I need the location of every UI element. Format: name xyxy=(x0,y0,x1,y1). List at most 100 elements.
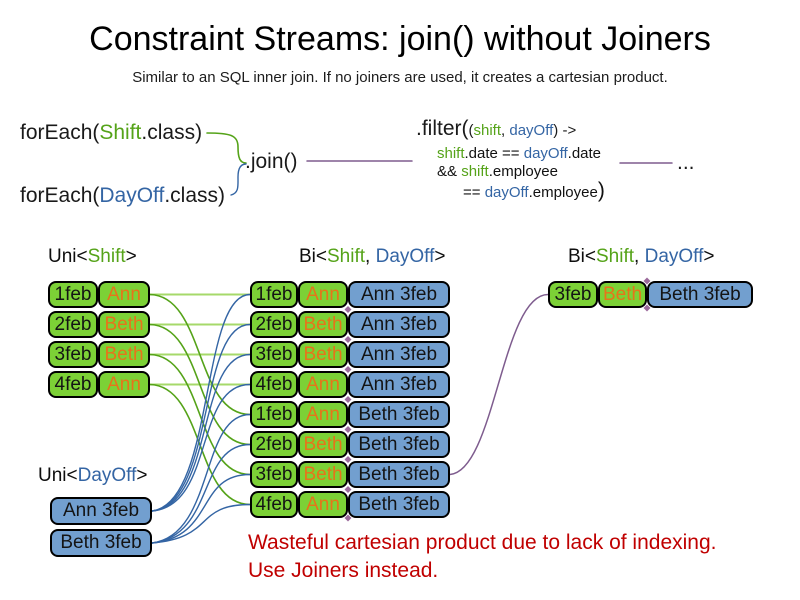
uni-shift-label-type: Shift xyxy=(87,246,126,267)
shift1-to-birow5-curve xyxy=(149,293,251,416)
filter-code-line3: && shift.employee xyxy=(437,163,558,180)
shift-employee-cell: Ann xyxy=(298,371,348,398)
shift4-to-birow8-curve xyxy=(149,383,251,506)
dayoff-cell: Beth 3feb xyxy=(348,491,450,518)
filter-l3-field: .employee xyxy=(488,163,558,180)
foreach-dayoff-prefix: forEach( xyxy=(20,184,100,207)
dayoff-stream-to-join-connector xyxy=(230,163,247,196)
dayoff-cell: Beth 3feb xyxy=(348,431,450,458)
filter-param-shift: shift xyxy=(473,122,502,139)
filter-l3-and: && xyxy=(437,163,462,180)
warning-text: Wasteful cartesian product due to lack o… xyxy=(248,529,716,585)
foreach-dayoff-suffix: .class) xyxy=(164,184,226,207)
dayoff-cell: Beth 3feb xyxy=(50,529,152,557)
filter-sig-sep: , xyxy=(501,122,510,139)
dayoff-ann-to-birow3-curve xyxy=(151,353,251,512)
shift-employee-cell: Ann xyxy=(98,371,150,398)
dayoff-cell: Ann 3feb xyxy=(348,341,450,368)
dayoff-cell: Ann 3feb xyxy=(50,497,152,525)
bi-filtered-label-suffix: > xyxy=(703,246,715,267)
filter-code-line1: .filter((shift, dayOff) -> xyxy=(416,117,576,141)
filter-l4-op: == xyxy=(463,184,485,201)
bi-join-label-prefix: Bi< xyxy=(299,246,327,267)
bi-filtered-label-sep: , xyxy=(634,246,645,267)
dayoff-ann-to-birow1-curve xyxy=(151,293,251,512)
shift-date-cell: 4feb xyxy=(250,371,298,398)
dayoff-beth-to-birow6-curve xyxy=(151,443,251,544)
shift-stream-to-join-connector xyxy=(206,132,247,164)
bi-join-label-type1: Shift xyxy=(327,246,366,267)
dayoff-beth-to-birow5-curve xyxy=(151,413,251,544)
bi-filtered-label-prefix: Bi< xyxy=(568,246,596,267)
filter-l4-field: .employee xyxy=(528,184,598,201)
filter-code-line2: shift.date == dayOff.date xyxy=(437,145,601,162)
uni-dayoff-label-suffix: > xyxy=(136,465,148,486)
slide-subtitle: Similar to an SQL inner join. If no join… xyxy=(132,69,668,86)
warning-line1: Wasteful cartesian product due to lack o… xyxy=(248,531,717,554)
slide-title: Constraint Streams: join() without Joine… xyxy=(89,20,711,58)
shift-date-cell: 2feb xyxy=(48,311,98,338)
stream-ellipsis: ... xyxy=(677,151,695,174)
dayoff-ann-to-birow2-curve xyxy=(151,323,251,512)
foreach-dayoff-type: DayOff xyxy=(99,184,165,207)
shift-date-cell: 3feb xyxy=(250,341,298,368)
shift-employee-cell: Beth xyxy=(98,311,150,338)
shift-date-cell: 3feb xyxy=(548,281,598,308)
dayoff-cell: Beth 3feb xyxy=(647,281,753,308)
filter-code-line4: == dayOff.employee) xyxy=(463,179,605,203)
dayoff-beth-to-birow8-curve xyxy=(151,503,251,544)
uni-dayoff-label-prefix: Uni< xyxy=(38,465,78,486)
uni-shift-label-prefix: Uni< xyxy=(48,246,88,267)
shift-employee-cell: Ann xyxy=(298,491,348,518)
shift-employee-cell: Beth xyxy=(298,341,348,368)
shift-date-cell: 4feb xyxy=(48,371,98,398)
bi-filtered-label: Bi<Shift, DayOff> xyxy=(568,246,714,268)
filter-l2-dayoff: dayOff xyxy=(523,145,568,162)
matched-row-to-result-connector xyxy=(449,293,549,476)
dayoff-cell: Beth 3feb xyxy=(348,461,450,488)
shift-employee-cell: Ann xyxy=(98,281,150,308)
foreach-shift-suffix: .class) xyxy=(141,121,203,144)
bi-join-label-type2: DayOff xyxy=(375,246,435,267)
shift-date-cell: 3feb xyxy=(48,341,98,368)
dayoff-ann-to-birow4-curve xyxy=(151,383,251,512)
shift-date-cell: 1feb xyxy=(250,401,298,428)
dayoff-beth-to-birow7-curve xyxy=(151,473,251,544)
uni-dayoff-table: Ann 3feb Beth 3feb xyxy=(50,497,152,561)
shift-date-cell: 1feb xyxy=(250,281,298,308)
filter-param-dayoff: dayOff xyxy=(509,122,554,139)
shift2-to-birow6-curve xyxy=(149,323,251,446)
shift-employee-cell: Beth xyxy=(298,461,348,488)
shift-employee-cell: Beth xyxy=(298,311,348,338)
dayoff-cell: Ann 3feb xyxy=(348,371,450,398)
uni-dayoff-label: Uni<DayOff> xyxy=(38,465,148,487)
filter-l3-shift: shift xyxy=(461,163,489,180)
shift-date-cell: 1feb xyxy=(48,281,98,308)
warning-line2: Use Joiners instead. xyxy=(248,559,439,582)
filter-l2-field: .date xyxy=(567,145,602,162)
foreach-dayoff-code: forEach(DayOff.class) xyxy=(20,184,225,208)
uni-shift-label: Uni<Shift> xyxy=(48,246,137,268)
filter-sig-open: ( xyxy=(468,122,474,139)
bi-join-label-sep: , xyxy=(365,246,376,267)
foreach-shift-type: Shift xyxy=(99,121,142,144)
filter-head: .filter( xyxy=(416,117,469,140)
filter-sig-close: ) -> xyxy=(553,122,577,139)
foreach-shift-prefix: forEach( xyxy=(20,121,100,144)
shift-date-cell: 3feb xyxy=(250,461,298,488)
